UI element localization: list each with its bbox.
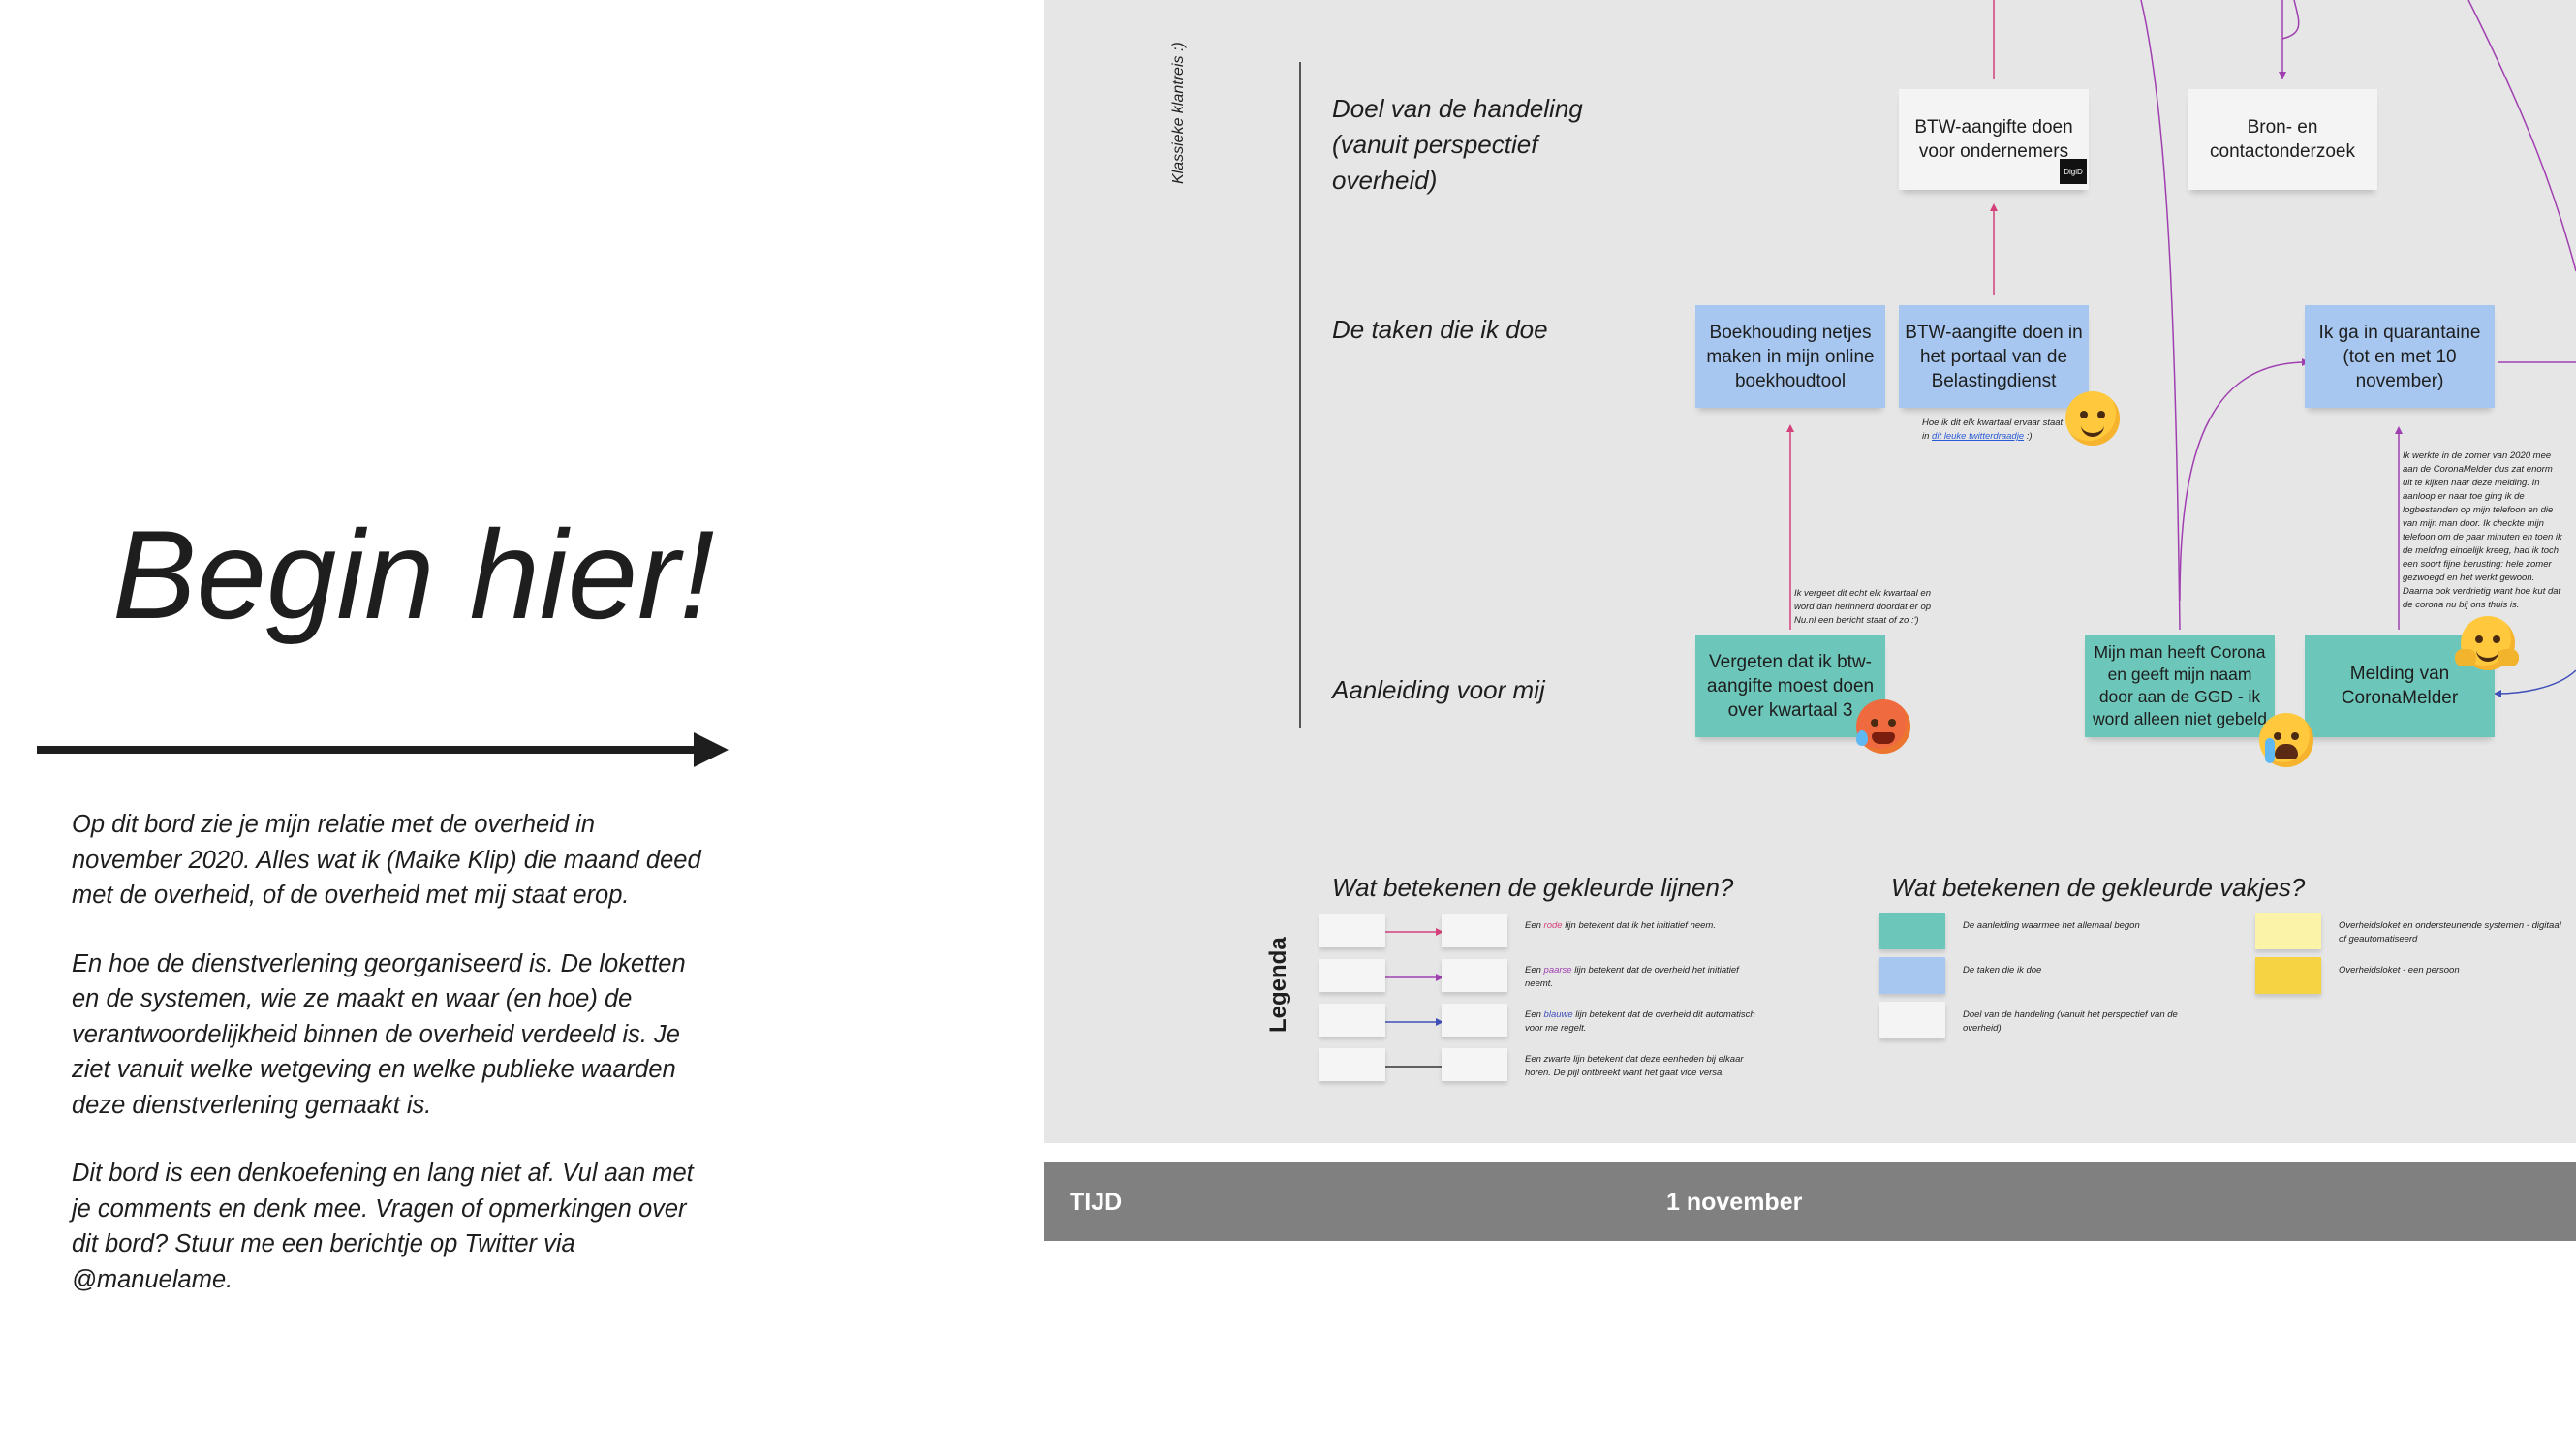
legend-sample-box — [1442, 1048, 1507, 1081]
legend-text: Een — [1525, 920, 1544, 931]
sticky-note-bron-contactonderzoek[interactable]: Bron- en contactonderzoek — [2188, 89, 2377, 190]
sticky-note-quarantaine[interactable]: Ik ga in quarantaine (tot en met 10 nove… — [2305, 305, 2495, 408]
hand-icon — [2455, 649, 2476, 666]
whiteboard-canvas[interactable]: Klassieke klantreis :) Doel van de hande… — [1044, 0, 2576, 1143]
page-title: Begin hier! — [112, 504, 715, 645]
comment-btw-twitter: Hoe ik dit elk kwartaal ervaar staat in … — [1922, 417, 2067, 444]
sticky-note-text: Ik ga in quarantaine (tot en met 10 nove… — [2318, 322, 2481, 391]
hand-icon — [2498, 649, 2519, 666]
legend-sample-box — [1442, 914, 1507, 947]
legend-line-item-blue: Een blauwe lijn betekent dat de overheid… — [1525, 1008, 1757, 1036]
legend-box-item-teal: De aanleiding waarmee het allemaal begon — [1963, 920, 2140, 931]
legend-sample-box — [1442, 959, 1507, 992]
legend-lines-title: Wat betekenen de gekleurde lijnen? — [1332, 873, 1734, 902]
legend-sample-box — [1319, 1048, 1385, 1081]
legend-sample-box — [1442, 1004, 1507, 1037]
sticky-note-text: Bron- en contactonderzoek — [2210, 117, 2355, 162]
sticky-note-text: BTW-aangifte doen in het portaal van de … — [1905, 322, 2083, 391]
legend-text: lijn betekent dat de overheid het initia… — [1525, 965, 1739, 989]
legend-text: lijn betekent dat ik het initiatief neem… — [1562, 920, 1716, 931]
sweat-drop-icon — [1856, 730, 1868, 746]
timeline-bar: TIJD 1 november — [1044, 1162, 2576, 1241]
sticky-note-text: Melding van CoronaMelder — [2341, 664, 2459, 708]
legend-swatch-white — [1879, 1002, 1945, 1038]
twitter-thread-link[interactable]: dit leuke twitterdraadje — [1932, 431, 2025, 442]
timeline-date: 1 november — [1666, 1189, 1803, 1216]
sticky-note-vergeten[interactable]: Vergeten dat ik btw-aangifte moest doen … — [1695, 635, 1885, 737]
sticky-note-text: Boekhouding netjes maken in mijn online … — [1706, 322, 1875, 391]
arrow-right-icon — [37, 732, 729, 767]
legend-text: Een — [1525, 1009, 1544, 1020]
legend-swatch-teal — [1879, 913, 1945, 949]
legend-swatch-light-yellow — [2255, 913, 2321, 949]
legend-sample-box — [1319, 959, 1385, 992]
row-label-doel: Doel van de handeling (vanuit perspectie… — [1332, 94, 1583, 195]
row-label-taken: De taken die ik doe — [1332, 315, 1548, 344]
sticky-note-text: Vergeten dat ik btw-aangifte moest doen … — [1706, 651, 1875, 721]
intro-paragraph-2: En hoe de dienstverlening georganiseerd … — [72, 949, 686, 1119]
legend-line-item-purple: Een paarse lijn betekent dat de overheid… — [1525, 964, 1757, 991]
intro-paragraph-3: Dit bord is een denkoefening en lang nie… — [72, 1160, 694, 1293]
sticky-note-btw-doel[interactable]: BTW-aangifte doen voor ondernemers — [1899, 89, 2089, 190]
intro-paragraph-1: Op dit bord zie je mijn relatie met de o… — [72, 811, 701, 909]
sticky-note-text: BTW-aangifte doen voor ondernemers — [1914, 117, 2073, 162]
legend-line-item-red: Een rode lijn betekent dat ik het initia… — [1525, 919, 1757, 933]
timeline-label: TIJD — [1070, 1189, 1123, 1216]
legend-sample-box — [1319, 914, 1385, 947]
legend-sample-box — [1319, 1004, 1385, 1037]
legend-text: lijn betekent dat de overheid dit automa… — [1525, 1009, 1755, 1034]
sticky-note-corona-man[interactable]: Mijn man heeft Corona en geeft mijn naam… — [2085, 635, 2275, 737]
digid-logo-text: DigiD — [2064, 167, 2083, 176]
crying-face-icon — [2259, 713, 2313, 767]
row-label-aanleiding: Aanleiding voor mij — [1332, 675, 1545, 704]
comment-coronamelder: Ik werkte in de zomer van 2020 mee aan d… — [2403, 450, 2562, 610]
sticky-note-text: Mijn man heeft Corona en geeft mijn naam… — [2093, 642, 2267, 728]
legend-boxes-title: Wat betekenen de gekleurde vakjes? — [1891, 873, 2306, 902]
comment-text-suffix: :) — [2024, 431, 2033, 442]
connector-lines — [1299, 0, 2576, 728]
comment-vergeten: Ik vergeet dit echt elk kwartaal en word… — [1794, 588, 1932, 626]
legend-swatch-yellow — [2255, 957, 2321, 994]
legend-line-item-black: Een zwarte lijn betekent dat deze eenhed… — [1525, 1053, 1757, 1080]
legend-box-item-light-yellow: Overheidsloket en ondersteunende systeme… — [2339, 920, 2561, 945]
legend-text: Een zwarte lijn betekent dat deze eenhed… — [1525, 1054, 1744, 1078]
legend-swatch-blue — [1879, 957, 1945, 994]
legend-box-item-blue: De taken die ik doe — [1963, 965, 2042, 976]
legend-box-item-white: Doel van de handeling (vanuit het perspe… — [1963, 1009, 2178, 1034]
legend-color-word: paarse — [1543, 965, 1572, 976]
comment-text: Hoe ik dit elk kwartaal ervaar staat in — [1922, 418, 2064, 442]
legend-color-word: blauwe — [1543, 1009, 1573, 1020]
sticky-note-btw-portaal[interactable]: BTW-aangifte doen in het portaal van de … — [1899, 305, 2089, 408]
sticky-note-boekhouding[interactable]: Boekhouding netjes maken in mijn online … — [1695, 305, 1885, 408]
legend-box-item-yellow: Overheidsloket - een persoon — [2339, 965, 2460, 976]
digid-logo: DigiD — [2060, 159, 2087, 184]
woozy-face-icon — [2065, 391, 2120, 446]
hot-face-icon — [1856, 699, 1910, 754]
legend-text: Een — [1525, 965, 1544, 976]
intro-text: Op dit bord zie je mijn relatie met de o… — [72, 807, 701, 1330]
legend-color-word: rode — [1543, 920, 1563, 931]
